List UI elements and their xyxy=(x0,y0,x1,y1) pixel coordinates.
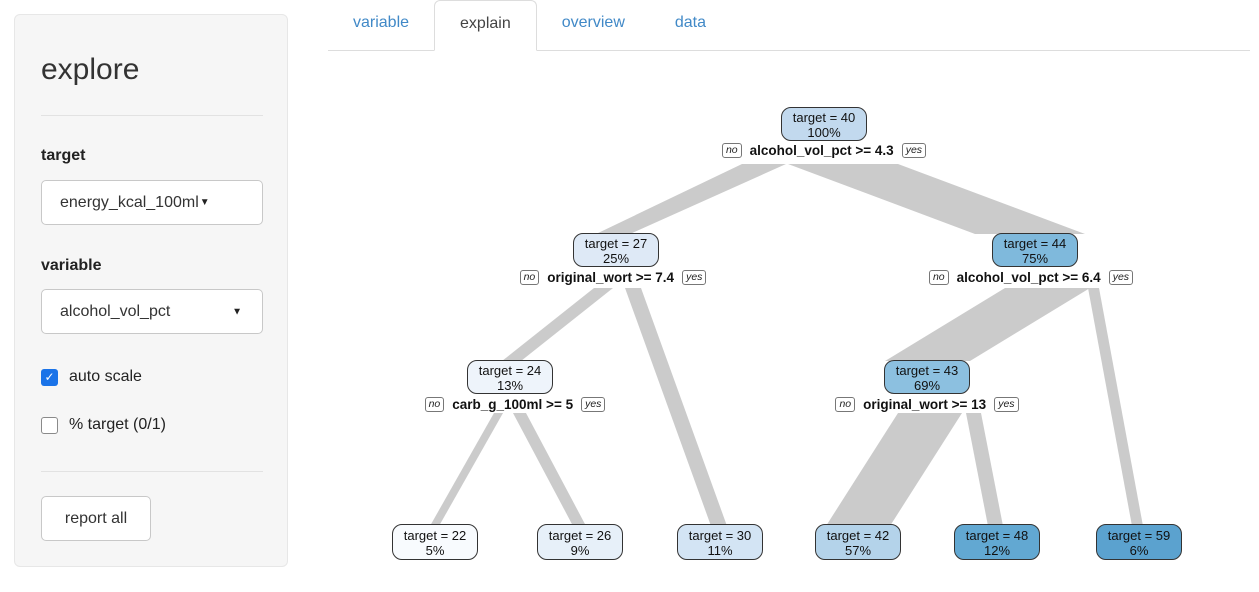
branch-yes-badge: yes xyxy=(682,270,707,285)
tree-node-42: target = 42 57% xyxy=(815,524,901,560)
branch-no-badge: no xyxy=(424,397,445,412)
branch-yes-badge: yes xyxy=(581,397,606,412)
tab-variable[interactable]: variable xyxy=(353,14,410,31)
tree-node-26: target = 26 9% xyxy=(537,524,623,560)
tab-data[interactable]: data xyxy=(674,14,707,31)
tree-node-48: target = 48 12% xyxy=(954,524,1040,560)
chevron-down-icon: ▼ xyxy=(232,306,242,317)
branch-yes-badge: yes xyxy=(901,143,927,158)
split-condition: original_wort >= 13 xyxy=(863,397,987,412)
split-condition: alcohol_vol_pct >= 4.3 xyxy=(749,143,894,158)
tree-node-27: target = 27 25% xyxy=(573,233,659,267)
pct-target-checkbox[interactable]: % target (0/1) xyxy=(41,416,166,434)
edge-root-yes xyxy=(788,164,1085,234)
tree-node-30: target = 30 11% xyxy=(677,524,763,560)
divider xyxy=(41,115,263,116)
node-pct: 57% xyxy=(844,543,872,558)
split-n43: no original_wort >= 13 yes xyxy=(767,397,1087,412)
page-title: explore xyxy=(41,53,140,86)
tab-bar: variable explain overview data xyxy=(328,0,1250,51)
node-pct: 100% xyxy=(807,125,841,140)
divider xyxy=(41,471,263,472)
branch-no-badge: no xyxy=(519,270,540,285)
checkbox-unchecked-icon[interactable] xyxy=(41,416,58,434)
tree-node-43: target = 43 69% xyxy=(884,360,970,394)
edge-root-no xyxy=(596,164,786,234)
tab-explain[interactable]: explain xyxy=(434,0,537,51)
variable-select[interactable]: alcohol_vol_pct ▼ xyxy=(41,289,263,334)
node-label: target = 24 xyxy=(478,363,542,378)
node-label: target = 30 xyxy=(688,528,752,543)
report-all-button[interactable]: report all xyxy=(41,496,151,541)
tree-node-44: target = 44 75% xyxy=(992,233,1078,267)
node-label: target = 42 xyxy=(826,528,890,543)
branch-no-badge: no xyxy=(928,270,949,285)
edge-n44-yes xyxy=(1088,288,1143,526)
split-n44: no alcohol_vol_pct >= 6.4 yes xyxy=(871,270,1191,285)
edge-n24-no xyxy=(430,413,503,526)
node-label: target = 59 xyxy=(1107,528,1171,543)
edge-n24-yes xyxy=(513,413,586,526)
branch-yes-badge: yes xyxy=(1108,270,1134,285)
auto-scale-checkbox[interactable]: ✓ auto scale xyxy=(41,368,142,386)
tab-overview[interactable]: overview xyxy=(561,14,625,31)
edge-n44-no xyxy=(885,288,1090,361)
node-pct: 9% xyxy=(570,543,590,558)
tree-node-59: target = 59 6% xyxy=(1096,524,1182,560)
node-label: target = 22 xyxy=(403,528,467,543)
variable-field-label: variable xyxy=(41,257,102,274)
pct-target-label: % target (0/1) xyxy=(69,416,166,433)
edge-n43-no xyxy=(826,413,962,526)
split-condition: original_wort >= 7.4 xyxy=(547,270,675,285)
node-pct: 13% xyxy=(496,378,524,393)
target-field-label: target xyxy=(41,147,86,164)
node-label: target = 44 xyxy=(1003,236,1067,251)
target-select[interactable]: energy_kcal_100ml▼ xyxy=(41,180,263,225)
branch-yes-badge: yes xyxy=(994,397,1019,412)
node-label: target = 43 xyxy=(895,363,959,378)
node-label: target = 48 xyxy=(965,528,1029,543)
tree-node-24: target = 24 13% xyxy=(467,360,553,394)
edge-n27-yes xyxy=(625,288,727,526)
node-label: target = 27 xyxy=(584,236,648,251)
variable-select-value: alcohol_vol_pct xyxy=(60,302,171,320)
sidebar: explore target energy_kcal_100ml▼ variab… xyxy=(14,14,288,567)
node-pct: 11% xyxy=(707,543,733,558)
split-n27: no original_wort >= 7.4 yes xyxy=(453,270,773,285)
split-root: no alcohol_vol_pct >= 4.3 yes xyxy=(664,143,984,158)
node-pct: 25% xyxy=(602,251,630,266)
edge-n43-yes xyxy=(966,413,1003,526)
node-label: target = 40 xyxy=(792,110,856,125)
node-pct: 75% xyxy=(1021,251,1049,266)
tree-node-22: target = 22 5% xyxy=(392,524,478,560)
node-pct: 5% xyxy=(425,543,445,558)
edge-n27-no xyxy=(502,288,613,361)
chevron-down-icon: ▼ xyxy=(199,197,210,208)
node-label: target = 26 xyxy=(548,528,612,543)
split-condition: alcohol_vol_pct >= 6.4 xyxy=(956,270,1101,285)
target-select-value: energy_kcal_100ml xyxy=(60,193,199,211)
split-condition: carb_g_100ml >= 5 xyxy=(452,397,574,412)
node-pct: 12% xyxy=(983,543,1011,558)
tree-node-root: target = 40 100% xyxy=(781,107,867,141)
split-n24: no carb_g_100ml >= 5 yes xyxy=(355,397,675,412)
branch-no-badge: no xyxy=(721,143,742,158)
node-pct: 6% xyxy=(1129,543,1149,558)
auto-scale-label: auto scale xyxy=(69,368,142,385)
node-pct: 69% xyxy=(913,378,941,393)
checkbox-checked-icon[interactable]: ✓ xyxy=(41,368,58,386)
branch-no-badge: no xyxy=(835,397,856,412)
